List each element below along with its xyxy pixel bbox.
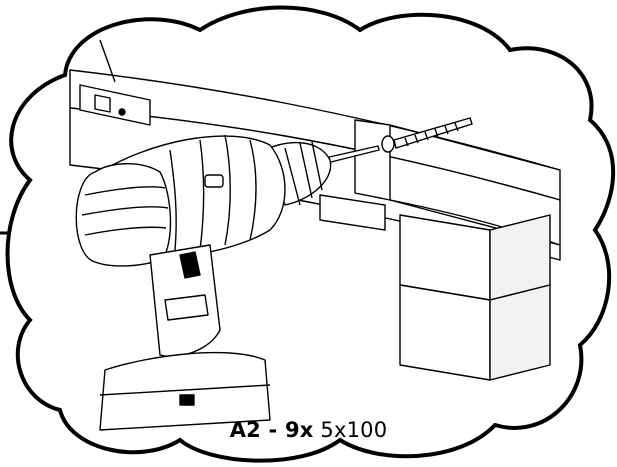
support-blocks — [319, 194, 551, 381]
screw-icon — [381, 117, 473, 153]
rail-detail — [79, 39, 151, 126]
step-caption: A2 - 9x 5x100 — [0, 418, 617, 442]
caption-separator: - — [261, 418, 285, 442]
quantity: 9x — [284, 418, 314, 442]
part-code: A2 — [229, 418, 261, 442]
screw-spec: 5x100 — [313, 418, 388, 442]
cordless-drill-icon — [75, 134, 380, 431]
